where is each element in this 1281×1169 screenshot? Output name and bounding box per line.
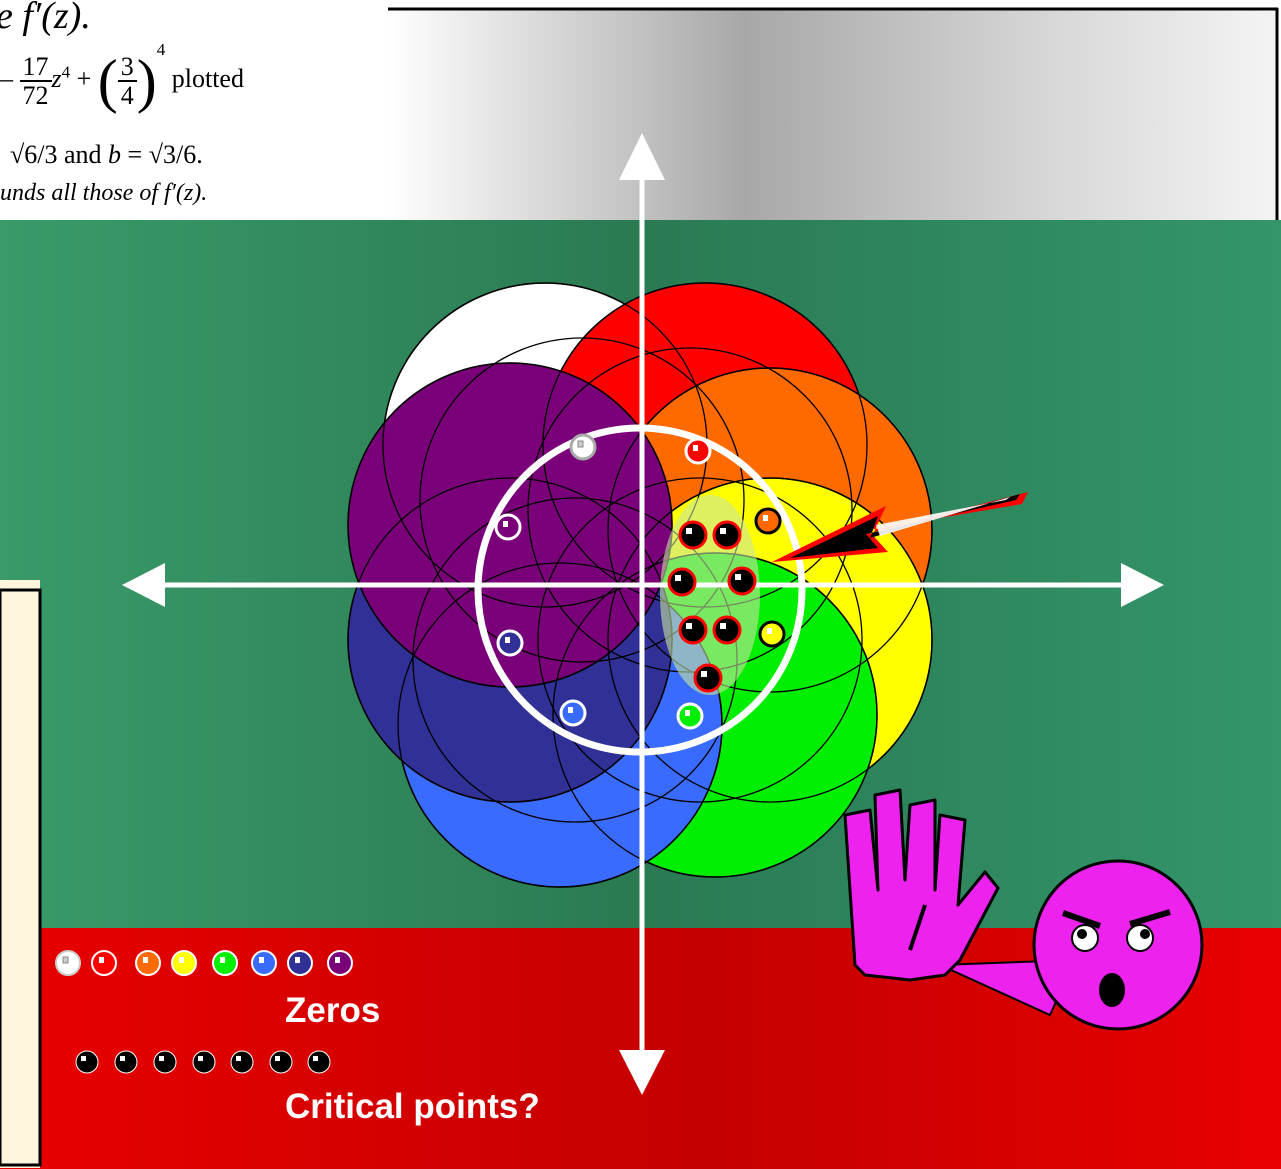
legend-critical-6	[269, 1050, 293, 1074]
sqrt-a: √6/3	[10, 140, 58, 169]
and-word: and	[64, 140, 102, 169]
legend-zeros	[55, 950, 353, 976]
formula-line-2: √6/3 and b = √3/6.	[10, 140, 203, 170]
critical-point-2	[712, 520, 742, 550]
critical-point-1	[678, 520, 708, 550]
legend-zero-white	[55, 950, 81, 976]
zero-navy	[496, 629, 524, 657]
x-axis-left-arrow	[122, 563, 165, 607]
formula-line-3: unds all those of f′(z).	[0, 180, 208, 206]
hand-crease	[908, 904, 927, 951]
zero-yellow	[758, 620, 786, 648]
zero-orange	[754, 507, 782, 535]
critical-points	[667, 520, 757, 693]
formula-tail: plotted	[171, 64, 244, 93]
worried-face-icon	[1032, 859, 1204, 1031]
legend-critical-4	[192, 1050, 216, 1074]
legend-zero-purple	[327, 950, 353, 976]
title-fragment: e f′(z).	[0, 0, 91, 37]
critical-point-4	[727, 566, 757, 596]
formula-outer-exp: 4	[156, 40, 166, 59]
formula-inner-den: 4	[120, 81, 134, 111]
outline-circle-4	[607, 477, 933, 803]
equals-sign: =	[127, 140, 143, 169]
zeros	[494, 433, 786, 730]
outline-circle-6	[397, 562, 723, 888]
legend-zero-orange	[135, 950, 161, 976]
formula-inner-fraction: 3 4	[117, 52, 137, 111]
formula-line: – 17 72 z4 + ( 3 4 )4 plotted	[0, 40, 244, 115]
legend-critical-1	[75, 1050, 99, 1074]
formula-fraction: 17 72	[19, 52, 52, 111]
critical-point-7	[693, 663, 723, 693]
y-axis-bottom-arrow	[619, 1050, 665, 1095]
side-panel-frame	[0, 588, 42, 1167]
legend-zero-red	[91, 950, 117, 976]
sqrt-b: √3/6.	[148, 140, 203, 169]
zero-white	[569, 433, 597, 461]
y-axis-top-arrow	[619, 133, 665, 180]
legend-zero-light-blue	[251, 950, 277, 976]
zero-green	[676, 702, 704, 730]
outline-circle-9	[419, 337, 745, 663]
zero-purple	[494, 513, 522, 541]
formula-z: z	[51, 64, 62, 93]
stop-hand-icon	[843, 788, 1000, 982]
formula-plus: +	[76, 64, 92, 93]
legend-zeros-label: Zeros	[285, 991, 380, 1030]
legend-critical-3	[153, 1050, 177, 1074]
formula-minus: –	[0, 64, 13, 93]
formula-fraction-num: 17	[19, 52, 52, 83]
legend-critical-5	[230, 1050, 254, 1074]
legend-critical-7	[307, 1050, 331, 1074]
pointer-arrow	[772, 492, 1028, 562]
critical-point-3	[667, 567, 697, 597]
critical-point-5	[678, 615, 708, 645]
outline-circle-11	[537, 477, 863, 803]
zero-red	[684, 437, 712, 465]
legend-critical-points	[75, 1050, 331, 1074]
legend-zero-navy	[287, 950, 313, 976]
side-panel	[0, 580, 40, 1168]
formula-inner-num: 3	[117, 52, 137, 83]
zero-light-blue	[559, 699, 587, 727]
x-axis-right-arrow	[1121, 563, 1164, 607]
legend-zero-green	[212, 950, 238, 976]
header-panel	[388, 8, 1278, 220]
b-variable: b	[108, 140, 122, 169]
legend-critical-label: Critical points?	[285, 1087, 540, 1126]
formula-fraction-den: 72	[22, 81, 49, 111]
formula-z-exp: 4	[61, 62, 71, 82]
critical-point-6	[712, 615, 742, 645]
legend-zero-yellow	[171, 950, 197, 976]
axes	[122, 133, 1164, 1095]
legend-critical-2	[114, 1050, 138, 1074]
